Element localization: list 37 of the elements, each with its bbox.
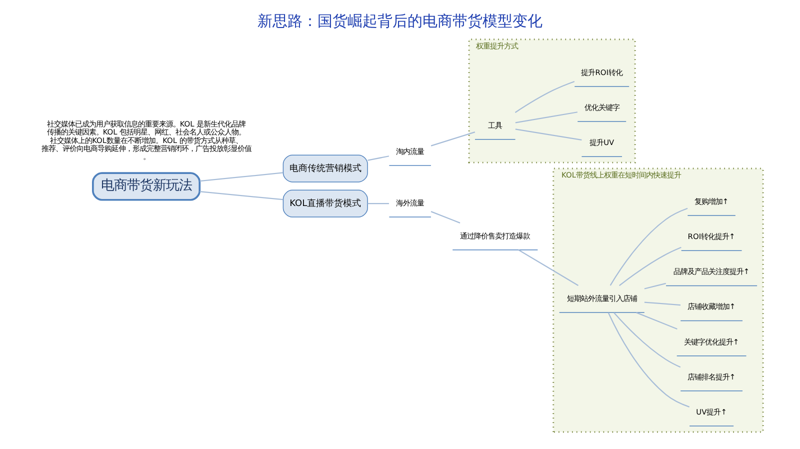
connector [644, 282, 666, 290]
connector [518, 249, 578, 286]
node-text: 海外流量 [396, 198, 424, 208]
connector [515, 128, 582, 141]
connector [200, 190, 284, 200]
node-text: 关键字优化提升↑ [684, 337, 740, 346]
node-text: 优化关键字 [584, 102, 620, 112]
node-text: 工具 [488, 120, 502, 130]
node-text: 店铺排名提升↑ [687, 372, 736, 382]
connector [430, 211, 460, 224]
node-box: 电商传统营销模式 [282, 154, 368, 182]
connector [636, 312, 678, 330]
node-box: KOL直播带货模式 [282, 190, 368, 218]
node-text: 通过降价售卖打造爆款 [460, 231, 530, 240]
connector [608, 312, 690, 408]
connector [368, 156, 390, 161]
connector [368, 203, 389, 204]
connector [430, 132, 476, 146]
connector [619, 246, 682, 286]
node-text: 短期站外流量引入店铺 [566, 294, 637, 303]
node-text: 复购增加↑ [694, 196, 729, 206]
connector [644, 302, 681, 306]
connector [614, 312, 681, 368]
connector [610, 208, 688, 286]
node-text: 店铺收藏增加↑ [687, 302, 736, 312]
node-text: 品牌及产品关注度提升↑ [673, 267, 750, 276]
label: 社交媒体已成为用户获取信息的重要来源。KOL 是新生代化品牌传播的关键因素。KOL 包括明星、网红、社会名人或公众人物。社交媒体上的KOL数量在不断增加。KOL 的带货方式从种草、推荐、评价向电商导购延伸，形成完整营销闭环，广告投放彰显价值。 [41, 119, 252, 162]
diagram-title: 新思路：国货崛起背后的电商带货模型变化 [258, 12, 542, 30]
node-text: 提升UV [590, 138, 614, 148]
node-box: 电商带货新玩法 [92, 172, 201, 201]
connector [514, 80, 575, 113]
node-text: UV提升↑ [696, 407, 727, 416]
node-text: 淘内流量 [396, 146, 424, 156]
node-text: ROI转化提升↑ [688, 232, 736, 242]
connector [200, 172, 284, 182]
connector [515, 112, 578, 124]
node-text: 提升ROI转化 [581, 68, 622, 77]
